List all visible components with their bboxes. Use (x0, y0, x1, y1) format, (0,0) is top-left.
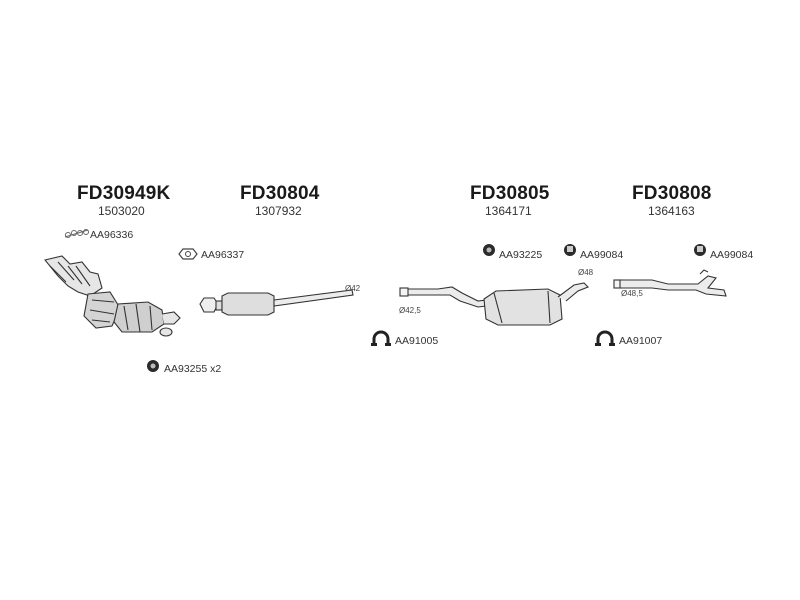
dimension-label-d48-5: Ø48,5 (621, 289, 643, 298)
gasket-upper-icon (64, 229, 89, 238)
dimension-label-d48: Ø48 (578, 268, 594, 277)
part-label-clamp-a: AA91005 (395, 335, 439, 347)
tail-pipe-icon (613, 269, 727, 297)
hanger-b-icon (694, 244, 706, 256)
assembly-code-3: FD30805 (470, 183, 550, 204)
assembly-number-3: 1364171 (485, 204, 532, 218)
part-label-clamp-b: AA91007 (619, 335, 663, 347)
assembly-code-1: FD30949K (77, 183, 171, 204)
dimension-label-d42-5: Ø42,5 (399, 306, 421, 315)
rubber-ring-mid-icon (483, 244, 495, 256)
hanger-a-icon (564, 244, 576, 256)
assembly-number-1: 1503020 (98, 204, 145, 218)
assembly-number-4: 1364163 (648, 204, 695, 218)
part-label-hanger-b: AA99084 (710, 249, 754, 261)
front-pipe-resonator-icon (199, 289, 354, 316)
part-label-rubber-ring-left: AA93255 x2 (164, 363, 222, 375)
rubber-ring-left-icon (147, 360, 159, 372)
part-label-gasket-upper: AA96336 (90, 229, 134, 241)
assembly-code-4: FD30808 (632, 183, 712, 204)
assembly-number-2: 1307932 (255, 204, 302, 218)
part-label-rubber-ring-mid: AA93225 (499, 249, 543, 261)
dimension-label-d42: Ø42 (345, 284, 361, 293)
part-label-gasket-small: AA96337 (201, 249, 245, 261)
gasket-small-icon (178, 248, 198, 260)
assembly-code-2: FD30804 (240, 183, 320, 204)
part-label-hanger-a: AA99084 (580, 249, 624, 261)
rear-muffler-icon (399, 282, 589, 326)
clamp-a-icon (371, 330, 391, 346)
exhaust-manifold-catalyst-icon (44, 255, 181, 337)
clamp-b-icon (595, 330, 615, 346)
